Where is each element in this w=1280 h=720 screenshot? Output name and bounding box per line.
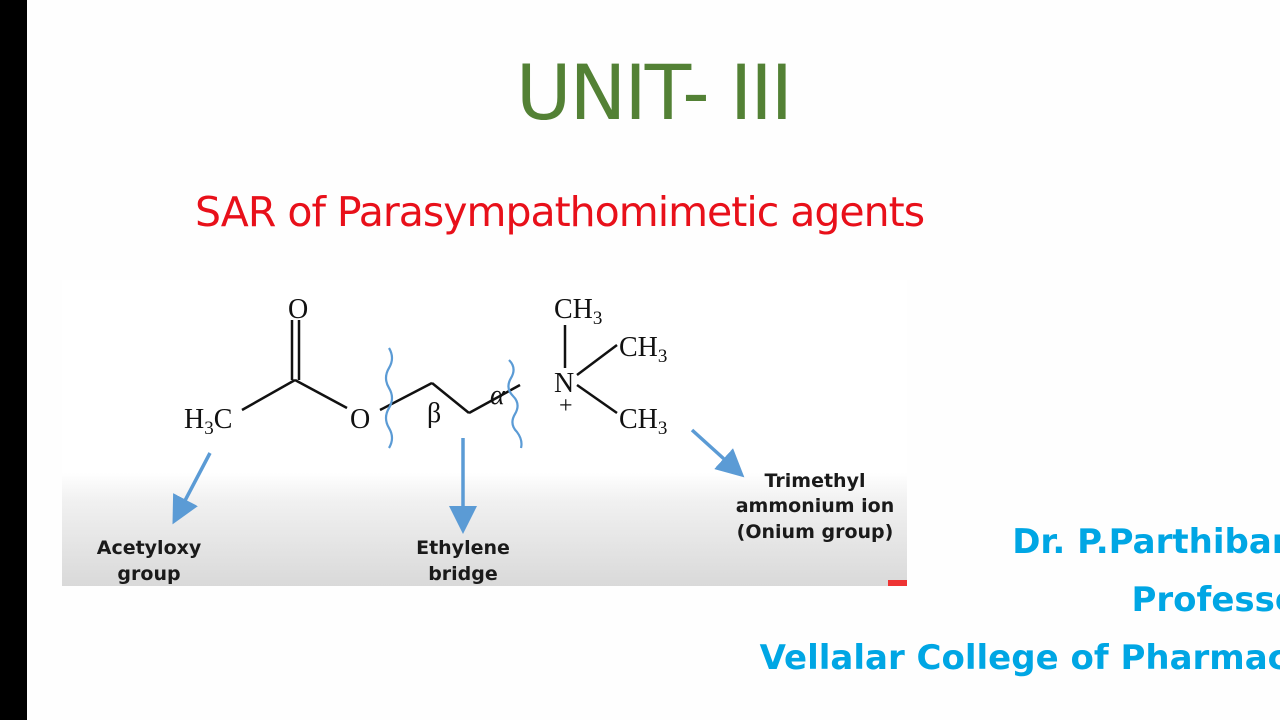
label-acetyloxy-1: Acetyloxy — [97, 537, 202, 559]
positive-charge: + — [559, 393, 573, 419]
author-name: Dr. P.Parthiban — [1012, 522, 1280, 562]
author-title: Professor — [1131, 580, 1280, 620]
bond-o-ch2 — [379, 381, 433, 412]
atom-o-ester: O — [350, 404, 370, 435]
bond-n-ch3-mid — [576, 344, 618, 376]
atom-n: N — [554, 368, 574, 399]
atom-ch3-mid: CH3 — [619, 332, 667, 367]
atom-h: H3C — [184, 404, 232, 439]
bond-ch2-n — [468, 383, 521, 415]
label-onium-3: (Onium group) — [737, 521, 894, 543]
bond-ch2-ch2 — [431, 382, 470, 414]
label-onium-2: ammonium ion — [736, 495, 895, 517]
bond-break-wavy-lines — [384, 347, 523, 449]
bonds — [241, 320, 618, 415]
label-onium-1: Trimethyl — [765, 470, 866, 492]
bond-n-ch3-bot — [576, 383, 618, 415]
acetylcholine-structure-diagram: O H3C O β α N + CH3 CH3 CH3 Acetyloxy — [62, 280, 907, 586]
wavy-line-2 — [507, 359, 523, 449]
video-marker — [888, 580, 907, 586]
author-institution: Vellalar College of Pharmacy — [759, 638, 1280, 678]
structure-svg: O H3C O β α N + CH3 CH3 CH3 Acetyloxy — [97, 294, 907, 586]
label-ethylene-1: Ethylene — [416, 537, 510, 559]
wavy-line-1 — [384, 347, 394, 449]
arrow-onium — [690, 428, 745, 478]
label-acetyloxy-2: group — [117, 563, 180, 585]
alpha-label: α — [490, 380, 506, 411]
atom-ch3-top: CH3 — [554, 294, 602, 329]
slide-subtitle: SAR of Parasympathomimetic agents — [195, 188, 925, 236]
label-ethylene-2: bridge — [428, 563, 498, 585]
slide-title: UNIT- III — [515, 48, 793, 137]
atom-ch3-bot: CH3 — [619, 404, 667, 439]
beta-label: β — [427, 398, 441, 429]
arrow-acetyloxy — [172, 452, 212, 525]
slide: UNIT- III SAR of Parasympathomimetic age… — [27, 0, 1280, 720]
atom-o-carbonyl: O — [288, 294, 308, 325]
bond-ch3-c — [241, 378, 296, 412]
bond-c-o — [294, 378, 348, 410]
video-letterbox-bar — [0, 0, 27, 720]
